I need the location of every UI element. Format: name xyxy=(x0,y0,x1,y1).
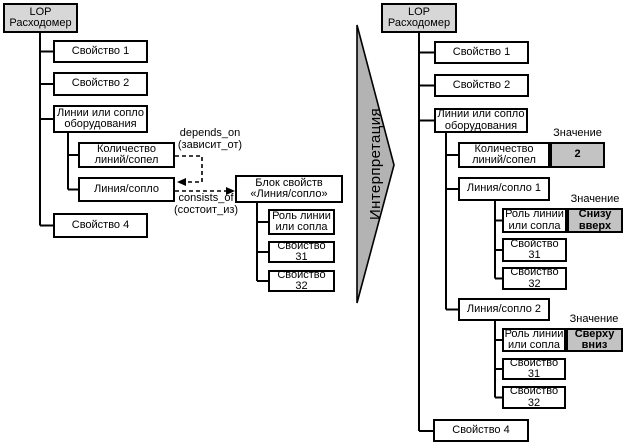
interpretation-arrow xyxy=(356,24,395,304)
right-line-2-role-box: Роль линии или сопла xyxy=(502,328,566,352)
right-line-2-property-32-box: Свойство 32 xyxy=(502,386,566,409)
right-line-1-role-value-box: Снизу вверх xyxy=(567,208,623,233)
consists-of-label: consists_of (состоит_из) xyxy=(173,192,239,216)
property-block-property-32-box: Свойство 32 xyxy=(268,270,335,292)
right-root-box: LOP Расходомер xyxy=(381,3,457,33)
value-label-role-1: Значение xyxy=(570,193,620,205)
right-property-4-box: Свойство 4 xyxy=(433,419,529,442)
right-lines-count-box: Количество линий/сопел xyxy=(458,142,550,168)
interpretation-arrow-label: Интерпретация xyxy=(367,108,384,220)
right-property-2-box: Свойство 2 xyxy=(434,74,529,97)
left-lines-group-box: Линии или сопло оборудования xyxy=(53,105,148,133)
property-block-role-box: Роль линии или сопла xyxy=(268,209,335,235)
right-lines-count-value-box: 2 xyxy=(550,142,605,168)
right-line-2-box: Линия/сопло 2 xyxy=(458,298,550,321)
value-label-role-2: Значение xyxy=(569,313,619,325)
depends-on-arrow xyxy=(175,155,203,186)
value-label-count: Значение xyxy=(553,127,602,139)
left-property-2-box: Свойство 2 xyxy=(53,72,148,96)
consists-of-arrow xyxy=(175,187,235,195)
right-line-1-property-31-box: Свойство 31 xyxy=(502,238,567,262)
property-block-property-31-box: Свойство 31 xyxy=(268,241,335,263)
right-line-1-role-box: Роль линии или сопла xyxy=(502,208,567,233)
right-line-1-box: Линия/сопло 1 xyxy=(458,177,550,201)
left-property-1-box: Свойство 1 xyxy=(53,40,148,63)
left-root-box: LOP Расходомер xyxy=(3,3,78,33)
right-line-2-property-31-box: Свойство 31 xyxy=(502,358,566,380)
depends-on-label: depends_on (зависит_от) xyxy=(177,127,243,151)
left-lines-count-box: Количество линий/сопел xyxy=(78,142,175,168)
property-block-box: Блок свойств «Линия/сопло» xyxy=(235,175,343,203)
right-line-2-role-value-box: Сверху вниз xyxy=(566,328,623,352)
left-line-nozzle-box: Линия/сопло xyxy=(78,177,175,202)
right-lines-group-box: Линии или сопло оборудования xyxy=(434,108,528,133)
right-line-1-property-32-box: Свойство 32 xyxy=(502,267,567,290)
left-property-4-box: Свойство 4 xyxy=(53,213,148,238)
right-property-1-box: Свойство 1 xyxy=(434,41,529,64)
